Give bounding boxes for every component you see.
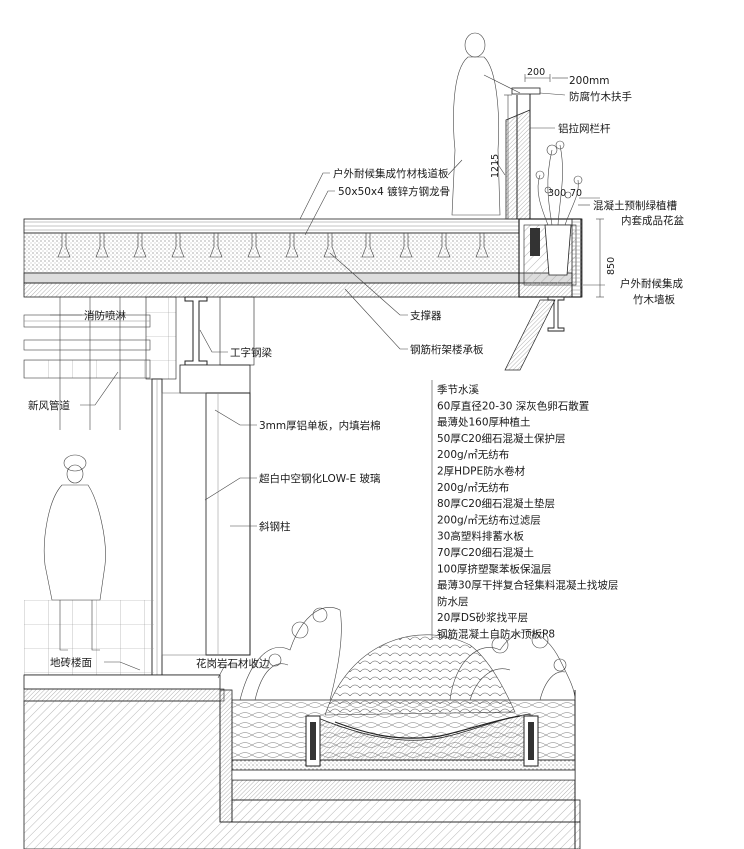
planter-plants <box>535 140 583 226</box>
label-i-beam: 工字钢梁 <box>230 346 272 359</box>
layer-label: 100厚挤塑聚苯板保温层 <box>437 562 552 575</box>
layer-label: 60厚直径20-30 深灰色卵石散置 <box>437 399 589 412</box>
pedestal-supports <box>57 233 489 258</box>
dim-300: 300 <box>548 188 566 199</box>
label-railing: 铝拉网栏杆 <box>558 122 611 135</box>
dim-850: 850 <box>606 257 617 275</box>
layer-label: 2厚HDPE防水卷材 <box>437 465 526 478</box>
vegetation <box>239 607 576 701</box>
annotation-labels: 200 200mm 防腐竹木扶手 铝拉网栏杆 1215 300 70 混凝土预制… <box>28 67 684 670</box>
label-wall-panel-1: 户外耐候集成 <box>620 277 683 290</box>
ceiling-services <box>23 297 151 430</box>
layer-label: 80厚C20细石混凝土垫层 <box>437 497 555 510</box>
layer-label: 季节水溪 <box>437 384 479 396</box>
layer-label: 200g/㎡无纺布 <box>437 481 509 494</box>
person-lower <box>43 454 106 651</box>
interior-floor <box>23 600 225 702</box>
deck-structure <box>23 218 583 298</box>
layer-label: 30高塑料排蓄水板 <box>437 530 524 543</box>
layer-label: 50厚C20细石混凝土保护层 <box>437 432 566 445</box>
label-fresh-air: 新风管道 <box>28 399 70 412</box>
dim-200: 200 <box>527 67 545 78</box>
dim-1215: 1215 <box>490 154 501 178</box>
label-wall-panel-2: 竹木墙板 <box>633 293 675 306</box>
layer-label: 钢筋混凝土自防水顶板P8 <box>437 628 555 641</box>
layer-label: 最薄30厚干拌复合轻集料混凝土找坡层 <box>437 579 618 592</box>
steel-column <box>205 392 251 656</box>
label-glass: 超白中空钢化LOW-E 玻璃 <box>259 472 380 485</box>
layer-label: 70厚C20细石混凝土 <box>437 546 534 559</box>
label-column: 斜钢柱 <box>259 520 291 533</box>
dimension-lines <box>504 74 604 298</box>
leader-lines <box>50 77 605 679</box>
label-deck-board: 户外耐候集成竹材栈道板 <box>333 167 449 180</box>
label-handrail-dim: 200mm <box>569 75 610 87</box>
steel-frame <box>145 296 565 680</box>
label-sprinkler: 消防喷淋 <box>84 309 126 322</box>
label-planter-trough: 混凝土预制绿植槽 <box>593 199 677 212</box>
person-upper <box>447 32 521 216</box>
layer-label: 200g/㎡无纺布过滤层 <box>437 513 541 526</box>
label-aluminum: 3mm厚铝单板，内填岩棉 <box>259 419 381 432</box>
label-granite: 花岗岩石材收边 <box>196 657 270 670</box>
ground-mass <box>23 689 581 849</box>
green-roof <box>231 634 576 801</box>
label-support: 支撑器 <box>410 309 442 322</box>
label-deck-floor: 钢筋桁架楼承板 <box>410 343 484 356</box>
railing <box>505 87 541 220</box>
label-handrail: 防腐竹木扶手 <box>569 90 632 103</box>
layer-label: 200g/㎡无纺布 <box>437 448 509 461</box>
dim-70: 70 <box>570 188 582 199</box>
label-planter-pot: 内套成品花盆 <box>621 214 684 227</box>
layer-label: 最薄处160厚种植土 <box>437 416 531 429</box>
handrail-section <box>511 87 541 95</box>
label-tile-floor: 地砖楼面 <box>50 656 92 669</box>
layer-label: 防水层 <box>437 595 469 608</box>
layer-label: 20厚DS砂浆找平层 <box>437 611 528 624</box>
label-steel-keel: 50x50x4 镀锌方钢龙骨 <box>338 185 450 198</box>
